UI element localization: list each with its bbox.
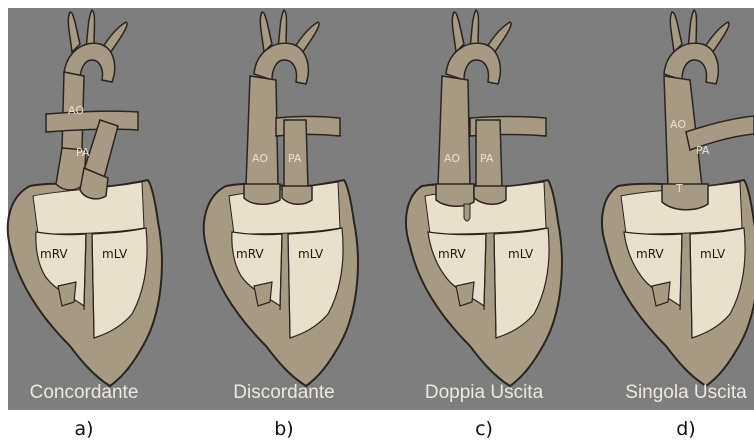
pa-branch [46, 111, 138, 132]
label-ao: AO [252, 152, 268, 165]
label-ao: AO [444, 152, 460, 165]
label-mrv: mRV [438, 247, 466, 261]
papillary-muscle [58, 282, 76, 306]
aorta-vessel [438, 76, 470, 186]
papillary-muscle [254, 282, 272, 306]
label-ao: AO [670, 118, 686, 131]
label-mlv: mLV [508, 247, 534, 261]
aortic-root [436, 184, 474, 206]
aorta-vessel [246, 76, 278, 186]
pa-root [282, 186, 312, 204]
panel-label-c: c) [454, 418, 514, 440]
panel-label-a: a) [54, 418, 114, 440]
label-mrv: mRV [236, 247, 264, 261]
papillary-muscle [652, 282, 670, 306]
label-pa: PA [696, 144, 710, 157]
panel-label-b: b) [254, 418, 314, 440]
label-mrv: mRV [636, 247, 664, 261]
truncus-root [662, 184, 708, 210]
caption: Concordante [30, 382, 139, 403]
caption: Doppia Uscita [425, 382, 544, 403]
label-t: T [675, 182, 683, 195]
papillary-muscle [456, 282, 474, 306]
caption: Discordante [233, 382, 334, 403]
aortic-root [244, 184, 280, 204]
label-pa: PA [288, 152, 302, 165]
label-mrv: mRV [40, 247, 68, 261]
label-mlv: mLV [700, 247, 726, 261]
pa-root [474, 186, 506, 204]
label-ao: AO [68, 104, 84, 117]
panel-label-d: d) [656, 418, 716, 440]
label-mlv: mLV [102, 247, 128, 261]
label-mlv: mLV [298, 247, 324, 261]
septal-defect [464, 204, 470, 221]
label-pa: PA [480, 152, 494, 165]
caption: Singola Uscita [625, 382, 747, 403]
label-pa: PA [76, 146, 90, 159]
